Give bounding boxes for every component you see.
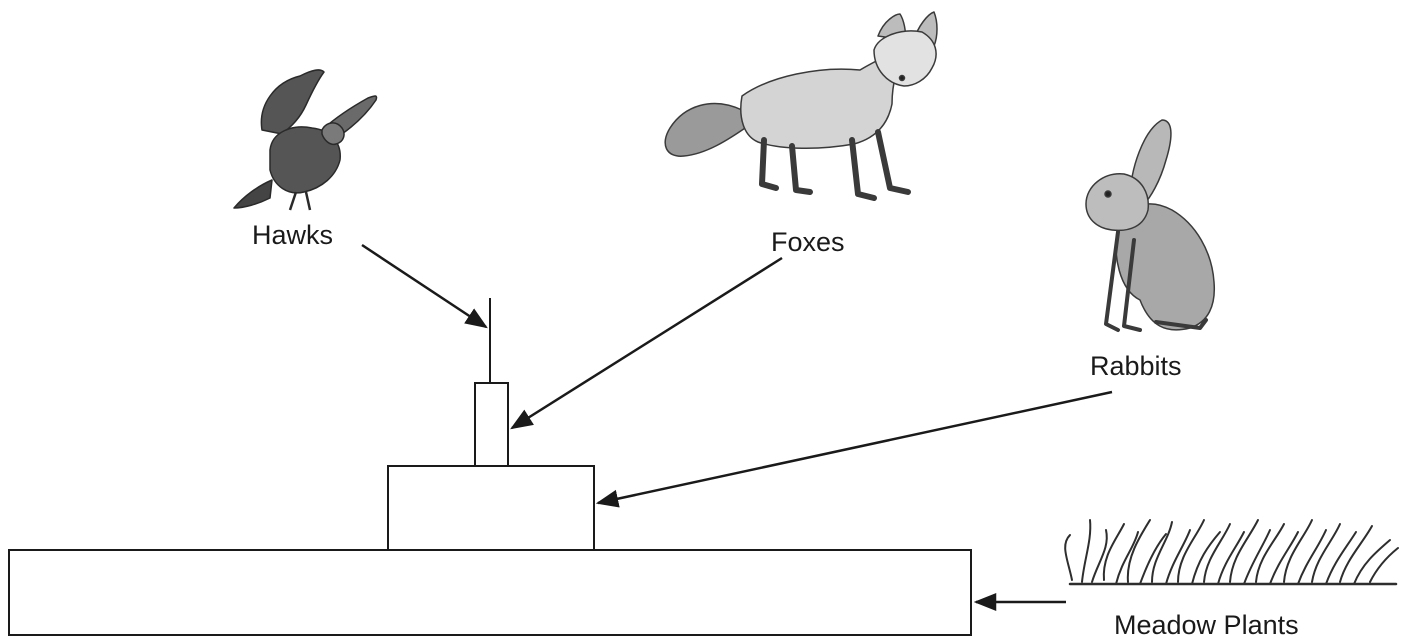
foxes-label: Foxes	[771, 227, 845, 257]
hawk-icon	[233, 69, 378, 211]
fox-icon	[664, 11, 938, 201]
pyramid-level-1-box	[8, 549, 972, 636]
arrow-foxes	[510, 256, 783, 430]
pyramid-level-3-box	[474, 382, 509, 467]
grass-icon	[1064, 519, 1399, 586]
rabbit-icon	[1085, 119, 1216, 332]
hawks-label: Hawks	[252, 220, 334, 250]
meadow-plants-label: Meadow Plants	[1114, 610, 1299, 640]
pyramid-level-2-box	[387, 465, 595, 551]
rabbits-label: Rabbits	[1090, 351, 1182, 381]
arrow-rabbits	[595, 390, 1113, 508]
arrow-hawks	[361, 243, 488, 329]
